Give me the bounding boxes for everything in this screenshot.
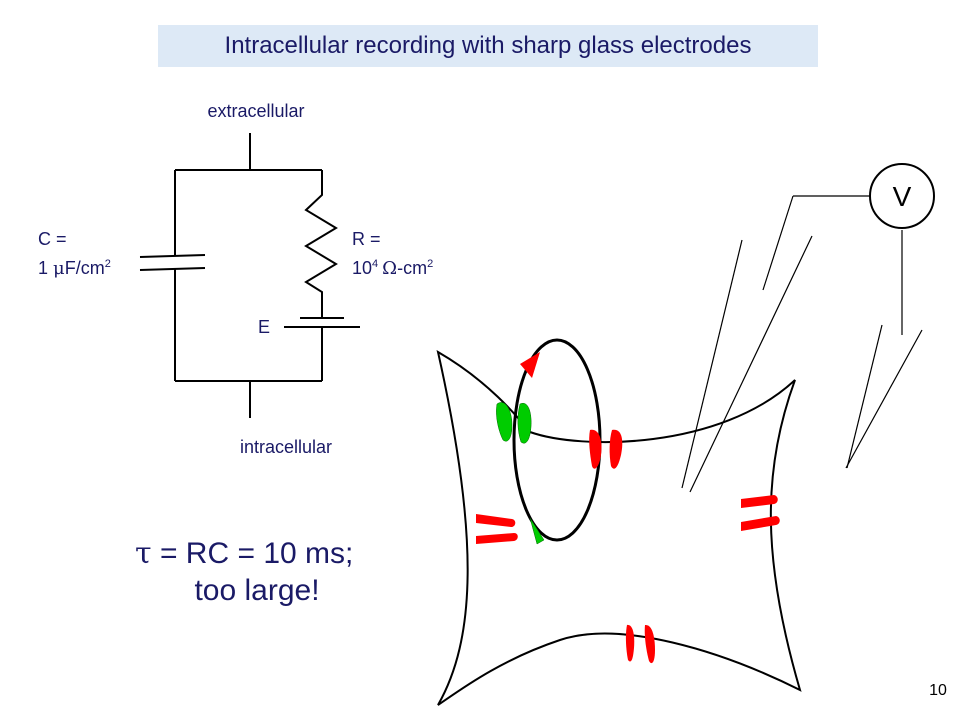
electrodes [681, 195, 923, 493]
intracellular-label: intracellular [240, 437, 332, 457]
battery-label: E [258, 317, 270, 337]
electrode-left-shank-a [681, 239, 743, 489]
electrode-left-shank-b [689, 235, 813, 493]
equivalent-circuit [139, 133, 360, 418]
electrode-right-shank-b [845, 329, 923, 469]
green-channel-left [496, 402, 513, 442]
page-number: 10 [929, 682, 947, 699]
voltmeter-label: V [893, 181, 912, 212]
ion-channel-right-upper [741, 495, 778, 508]
ion-channel-top-right [609, 429, 623, 469]
electrode-left-wire [762, 195, 794, 291]
too-large-remark: too large! [194, 574, 319, 607]
ion-channel-right-lower [741, 516, 780, 531]
ion-channel-top-left [589, 429, 602, 469]
extracellular-label: extracellular [207, 101, 304, 121]
ion-channels [476, 352, 780, 664]
ion-channel-left-lower [476, 533, 518, 544]
green-channels [496, 402, 545, 545]
ion-channel-left-upper [476, 514, 516, 527]
capacitor-plate-bottom [139, 267, 206, 271]
green-channel-right [517, 402, 532, 444]
green-channel-triangle [529, 517, 545, 545]
capacitor-plate-top [139, 254, 206, 258]
resistance-label-line1: R = [352, 229, 381, 249]
ion-channel-red-triangle [520, 352, 540, 378]
capacitance-label-line2: 1 μF/cm2 [38, 258, 111, 279]
electrode-right-shank-a [846, 324, 883, 469]
ion-channel-bottom-right [644, 624, 655, 664]
time-constant-equation: τ = RC = 10 ms; [135, 536, 353, 571]
resistor-zigzag [304, 170, 338, 318]
capacitance-label-line1: C = [38, 229, 67, 249]
slide-title: Intracellular recording with sharp glass… [224, 32, 752, 59]
ion-channel-bottom-left [625, 624, 635, 662]
title-banner: Intracellular recording with sharp glass… [158, 25, 818, 67]
cell-membrane [436, 349, 802, 706]
voltmeter-icon [869, 163, 935, 229]
